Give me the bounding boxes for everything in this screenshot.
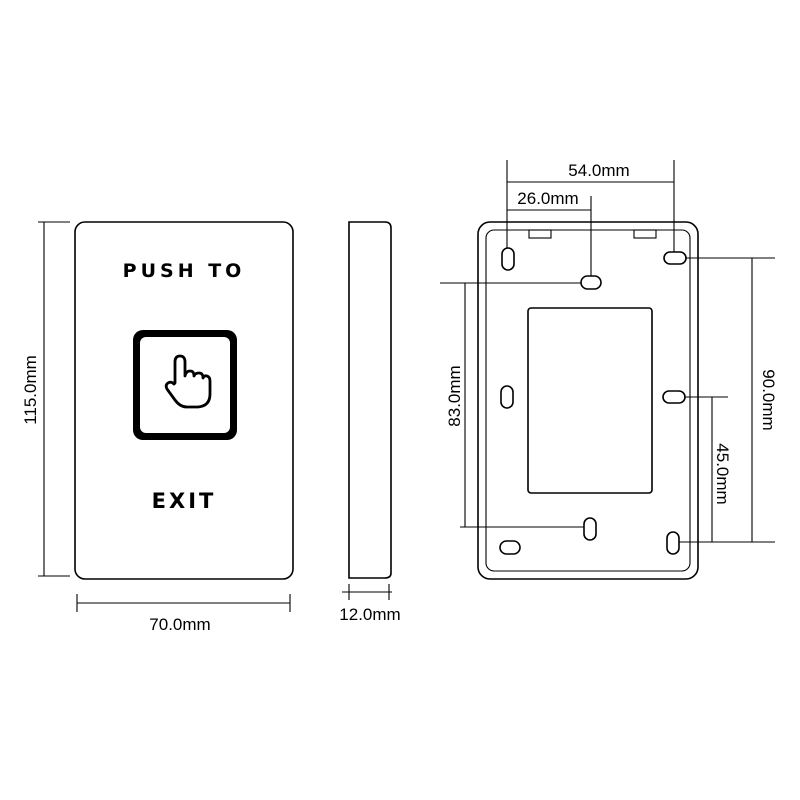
right-outer-dim-label: 90.0mm <box>759 369 778 430</box>
front-view: PUSH TO EXIT 115.0mm 70.0mm <box>21 221 294 634</box>
height-dim-label: 115.0mm <box>21 355 40 425</box>
left-dim-label: 83.0mm <box>445 365 464 426</box>
slot-bottom-left <box>499 540 521 555</box>
back-view: 54.0mm 26.0mm 83.0mm 90.0mm 45.0mm <box>440 160 778 580</box>
slot-upper-center <box>580 275 602 290</box>
slot-lower-center <box>583 517 597 541</box>
side-profile <box>348 221 392 579</box>
front-plate <box>74 221 294 580</box>
top-tab-left <box>528 229 552 239</box>
rear-window <box>527 307 653 494</box>
back-plate-outer <box>477 221 699 580</box>
top-outer-dim-label: 54.0mm <box>568 161 629 180</box>
right-inner-dim-label: 45.0mm <box>713 443 732 504</box>
slot-bottom-right <box>666 531 680 555</box>
slot-top-left <box>501 247 515 271</box>
depth-dim-label: 12.0mm <box>339 605 400 624</box>
pointing-hand-icon <box>164 354 212 409</box>
slot-top-right <box>663 251 687 265</box>
push-to-label: PUSH TO <box>123 260 246 282</box>
slot-mid-left <box>500 385 514 409</box>
top-tab-right <box>633 229 657 239</box>
top-inner-dim-label: 26.0mm <box>517 189 578 208</box>
width-dim-label: 70.0mm <box>149 615 210 634</box>
exit-label: EXIT <box>152 489 217 513</box>
side-view: 12.0mm <box>339 221 401 624</box>
back-plate-inner <box>485 229 691 572</box>
slot-mid-right <box>662 390 686 404</box>
